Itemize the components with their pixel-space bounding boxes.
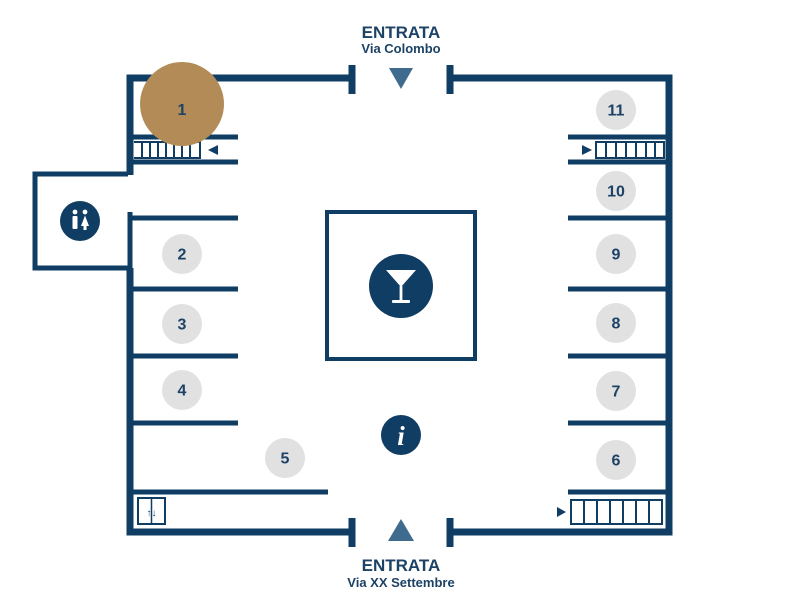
stall-5[interactable]: 5 [265, 438, 305, 478]
partitions [130, 134, 669, 495]
stall-9[interactable]: 9 [596, 234, 636, 274]
wall-top-right [450, 74, 673, 536]
stall-marker[interactable] [162, 370, 202, 410]
stall-marker[interactable] [596, 303, 636, 343]
stairs-arrow-left-icon [208, 145, 218, 155]
stall-8[interactable]: 8 [596, 303, 636, 343]
elevator-icon: ↑↓ [137, 497, 166, 525]
stairs-top-right [595, 141, 665, 159]
stall-number: 10 [607, 184, 625, 201]
stall-number: 8 [612, 316, 621, 333]
stall-number: 1 [178, 102, 187, 119]
bar-area [325, 210, 477, 361]
stall-number: 6 [612, 453, 621, 470]
outer-walls [126, 65, 673, 547]
stall-marker[interactable] [596, 440, 636, 480]
stairs-bottom-arrow-icon [557, 507, 566, 517]
entrance-top-arrow-icon [389, 68, 413, 89]
entrance-bottom-title: ENTRATA [362, 556, 441, 575]
stall-11[interactable]: 11 [596, 90, 636, 130]
entrance-top-title: ENTRATA [362, 23, 441, 42]
info-icon[interactable]: i [381, 415, 421, 455]
stairs-icon [570, 499, 663, 525]
entrance-top-street: Via Colombo [361, 41, 440, 56]
restroom-icon [60, 201, 100, 241]
stall-3[interactable]: 3 [162, 304, 202, 344]
stall-marker[interactable] [596, 234, 636, 274]
stall-marker[interactable] [162, 234, 202, 274]
restroom-room [32, 171, 133, 271]
stall-marker[interactable] [265, 438, 305, 478]
stall-marker[interactable] [140, 62, 224, 146]
info-glyph: i [397, 421, 405, 451]
stall-1[interactable]: 1 [140, 62, 224, 146]
cocktail-glass-icon [369, 254, 433, 318]
elevator-glyph: ↑↓ [147, 508, 157, 519]
stall-4[interactable]: 4 [162, 370, 202, 410]
stairs-arrow-right-icon [582, 145, 592, 155]
stall-number: 11 [608, 103, 625, 120]
stall-10[interactable]: 10 [596, 171, 636, 211]
stall-7[interactable]: 7 [596, 371, 636, 411]
stall-6[interactable]: 6 [596, 440, 636, 480]
stall-number: 5 [281, 451, 290, 468]
stall-number: 2 [178, 247, 187, 264]
stall-2[interactable]: 2 [162, 234, 202, 274]
entrance-bottom-arrow-icon [388, 519, 414, 541]
stall-marker[interactable] [596, 90, 636, 130]
stall-marker[interactable] [162, 304, 202, 344]
stall-number: 3 [178, 317, 187, 334]
stall-number: 9 [612, 247, 621, 264]
entrance-bottom-street: Via XX Settembre [347, 575, 454, 590]
stall-markers: 1 2 3 4 5 6 7 8 9 10 11 [140, 62, 636, 480]
stall-number: 4 [178, 383, 187, 400]
stall-marker[interactable] [596, 171, 636, 211]
stall-number: 7 [612, 384, 621, 401]
stall-marker[interactable] [596, 371, 636, 411]
wall-top-left [126, 74, 352, 175]
